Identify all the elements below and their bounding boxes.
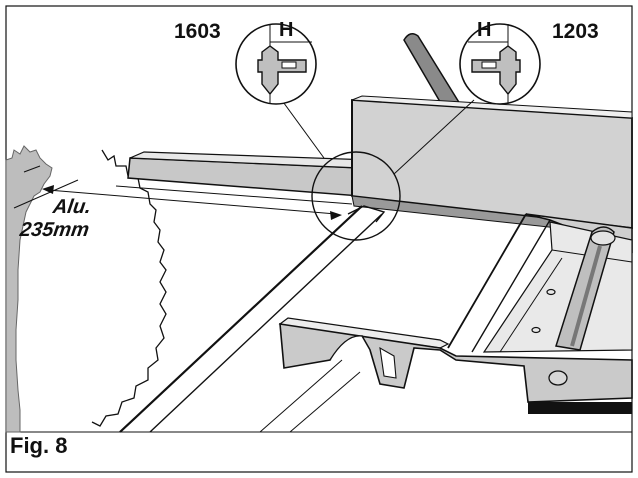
lever-handle-icon xyxy=(403,33,462,114)
table-top xyxy=(119,205,386,433)
height-label-left: H xyxy=(279,19,294,41)
front-extrusion-bar xyxy=(278,317,633,414)
figure-caption: Fig. 8 xyxy=(10,433,68,458)
material-label: Alu. xyxy=(51,196,93,218)
model-label-1603: 1603 xyxy=(174,20,221,43)
dimension-label: 235mm xyxy=(18,219,91,241)
height-label-right: H xyxy=(477,19,492,41)
black-bar xyxy=(528,402,632,414)
fence-profile-icon xyxy=(257,45,521,96)
model-label-1203: 1203 xyxy=(552,20,599,43)
dimension-arrow xyxy=(13,179,342,220)
roller-icon xyxy=(555,226,616,351)
